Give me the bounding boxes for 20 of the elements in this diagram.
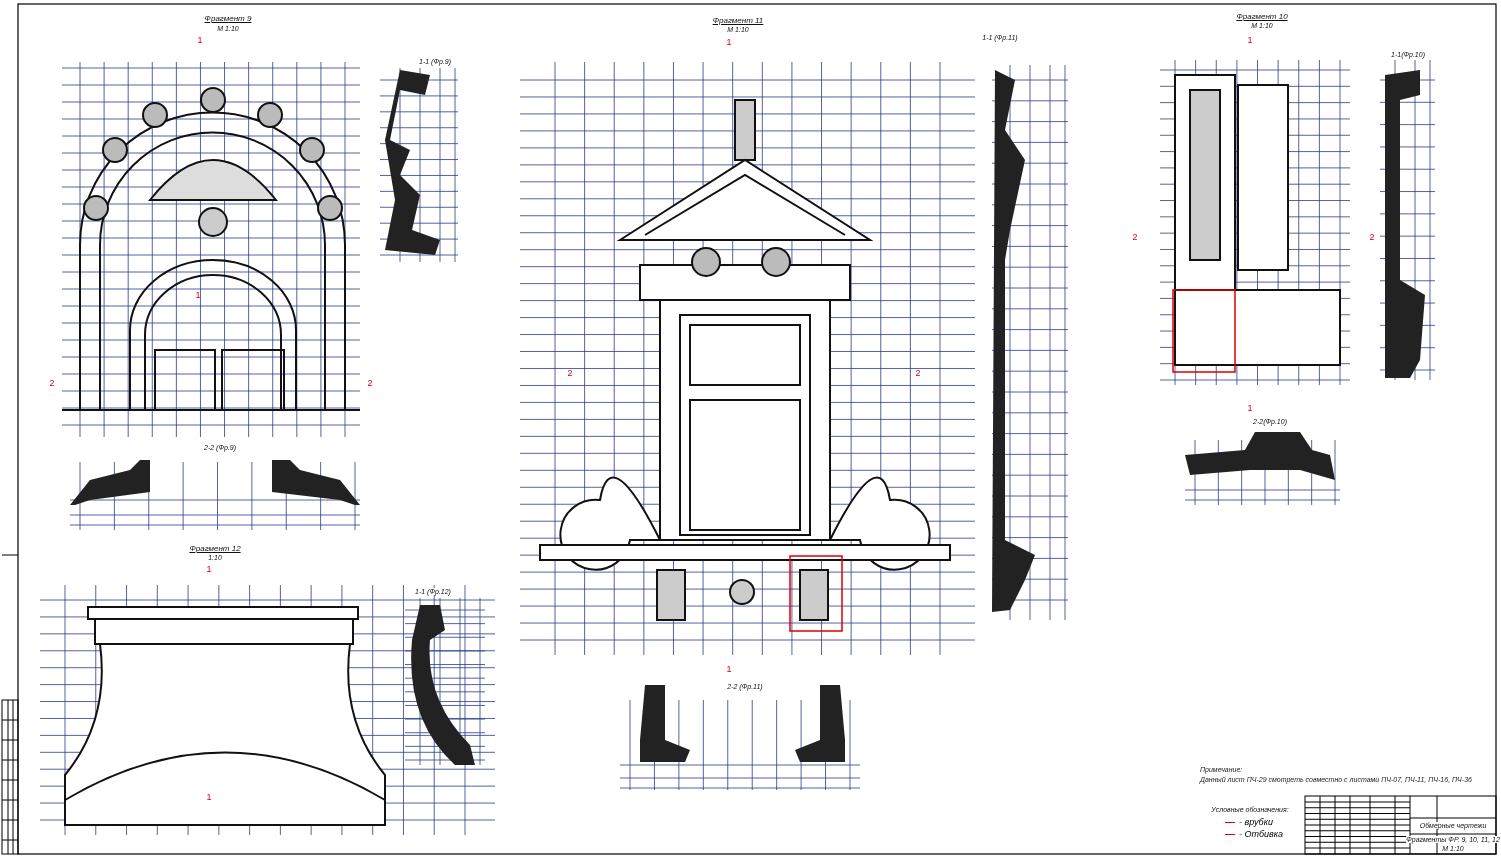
section-mark: 2 bbox=[49, 379, 55, 388]
section-mark: 2 bbox=[1132, 233, 1138, 242]
drawing-caption: Фрагмент 10 bbox=[1236, 13, 1288, 21]
drawing-caption: Фрагмент 9 bbox=[204, 15, 252, 23]
section-mark: 1 bbox=[726, 38, 732, 47]
drawing-caption: Фрагмент 11 bbox=[712, 17, 764, 25]
section-mark: 1 bbox=[726, 665, 732, 674]
section-mark: 1 bbox=[197, 36, 203, 45]
legend-text: - врубки bbox=[1239, 818, 1273, 827]
section-mark: 2 bbox=[567, 369, 573, 378]
section-mark: 1 bbox=[1247, 36, 1253, 45]
legend-text: - Отбивка bbox=[1239, 830, 1283, 839]
section-mark: 1 bbox=[195, 291, 201, 300]
section-mark: 2 bbox=[367, 379, 373, 388]
section-mark: 1 bbox=[206, 565, 212, 574]
section-mark: 1 bbox=[1247, 404, 1253, 413]
drawing-caption: Фрагмент 12 bbox=[189, 545, 241, 553]
section-mark: 1 bbox=[206, 793, 212, 802]
section-mark: 2 bbox=[915, 369, 921, 378]
section-mark: 2 bbox=[1369, 233, 1375, 242]
